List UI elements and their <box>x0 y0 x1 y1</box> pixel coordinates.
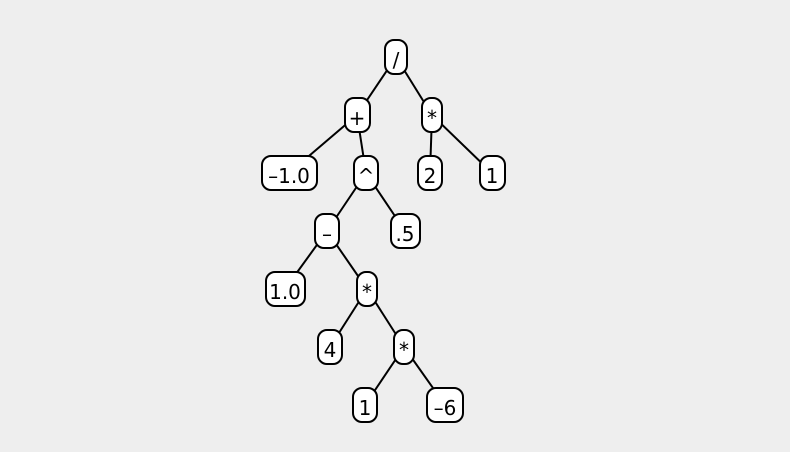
node-half: .5 <box>390 213 421 249</box>
node-multiply-bottom-label: * <box>399 338 409 362</box>
node-minus-label: – <box>322 222 332 246</box>
node-one-bottom-label: 1 <box>359 396 372 420</box>
node-two-label: 2 <box>424 164 437 188</box>
node-one-bottom: 1 <box>352 387 378 423</box>
node-two: 2 <box>417 155 443 191</box>
node-power-label: ^ <box>358 164 375 188</box>
node-one-right-label: 1 <box>486 164 499 188</box>
node-four: 4 <box>317 329 343 365</box>
node-multiply-right: * <box>421 97 443 133</box>
node-plus-label: + <box>349 106 366 130</box>
node-neg-six: –6 <box>426 387 464 423</box>
node-neg-one-point-zero-label: –1.0 <box>268 164 310 188</box>
node-four-label: 4 <box>324 338 337 362</box>
node-multiply-right-label: * <box>427 106 437 130</box>
node-plus: + <box>344 97 371 133</box>
node-multiply-bottom: * <box>393 329 415 365</box>
node-half-label: .5 <box>395 222 414 246</box>
node-divide-label: / <box>393 48 400 72</box>
tree-nodes: / + * –1.0 ^ 2 1 – <box>261 39 506 423</box>
node-minus: – <box>314 213 340 249</box>
node-multiply-middle: * <box>356 271 378 307</box>
node-multiply-middle-label: * <box>362 280 372 304</box>
node-neg-one-point-zero: –1.0 <box>261 155 318 191</box>
node-one-point-zero-label: 1.0 <box>269 280 301 304</box>
node-one-right: 1 <box>479 155 506 191</box>
node-power: ^ <box>353 155 379 191</box>
node-divide: / <box>384 39 408 75</box>
node-neg-six-label: –6 <box>434 396 457 420</box>
node-one-point-zero: 1.0 <box>265 271 306 307</box>
